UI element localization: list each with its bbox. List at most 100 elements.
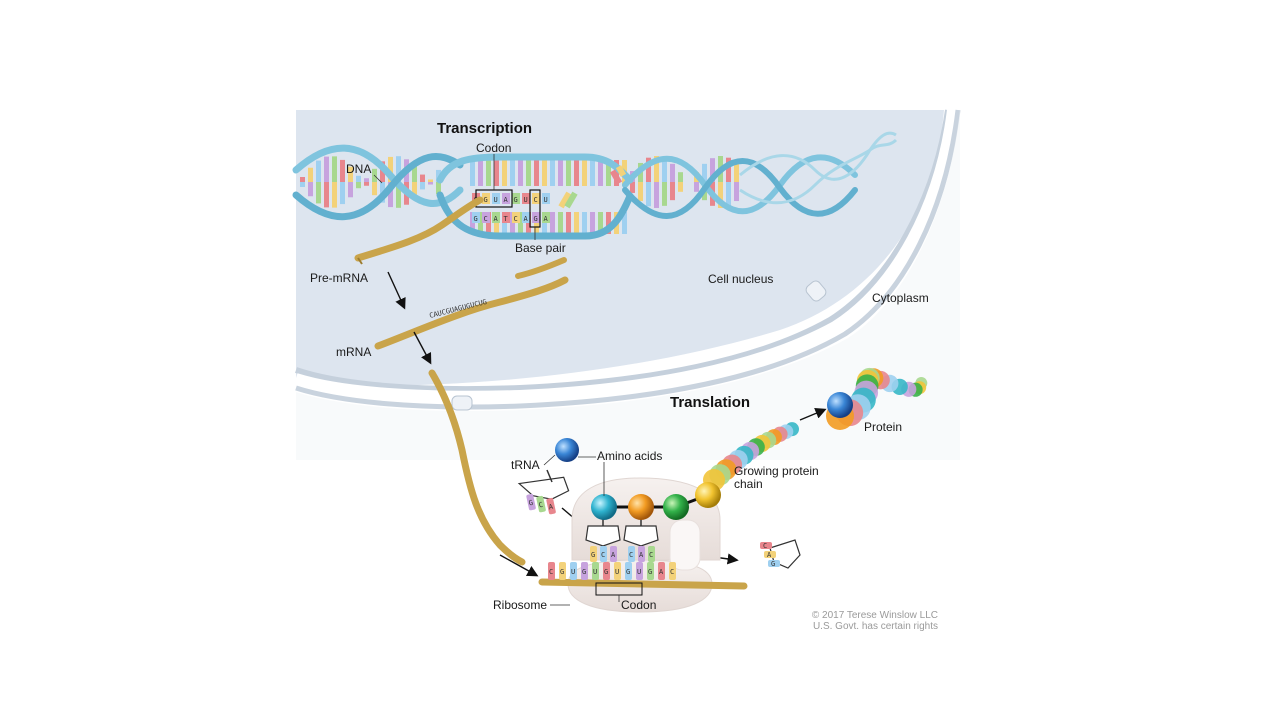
trna-nucleotide — [610, 546, 617, 562]
anticodon-letter: A — [611, 551, 616, 559]
dna-base-rung — [646, 182, 651, 207]
mrna-nucleotide — [658, 562, 665, 580]
mrna-nucleotide — [603, 562, 610, 580]
dna-base-rung — [542, 160, 547, 186]
rna-nucleotide — [532, 193, 540, 204]
dna-base-rung — [502, 160, 507, 186]
dna-base-rung — [702, 163, 707, 182]
dna-template-nucleotide — [492, 212, 500, 223]
mrna-base-letter: A — [659, 568, 664, 576]
rna-nucleotide — [482, 193, 490, 204]
dna-base-letter: A — [494, 215, 499, 223]
rna-nucleotide — [512, 193, 520, 204]
trna-label: tRNA — [511, 458, 540, 472]
arrow-mrna-export — [413, 331, 432, 365]
trna-nucleotide — [600, 546, 607, 562]
dna-base-rung — [526, 160, 531, 186]
rna-base-letter: U — [544, 196, 548, 204]
mrna-nucleotide — [570, 562, 577, 580]
dna-base-rung — [590, 212, 595, 234]
dna-base-rung — [550, 160, 555, 186]
mrna-base-letter: G — [648, 568, 652, 576]
dna-base-rung — [566, 160, 571, 186]
dna-base-rung — [332, 182, 337, 208]
dna-base-rung — [420, 182, 425, 190]
dna-base-letter: C — [514, 215, 518, 223]
rna-nucleotide — [502, 193, 510, 204]
dna-base-rung — [670, 182, 675, 201]
dna-base-rung — [590, 160, 595, 186]
mrna-base-letter: C — [549, 568, 553, 576]
dna-base-rung — [372, 182, 377, 196]
dna-base-rung — [670, 163, 675, 182]
mrna-nucleotide — [614, 562, 621, 580]
dna-base-rung — [486, 160, 491, 186]
dna-base-rung — [428, 179, 433, 182]
anticodon-letter: G — [528, 499, 534, 508]
trna-nucleotide — [648, 546, 655, 562]
anticodon-letter: A — [639, 551, 644, 559]
dna-base-rung — [678, 182, 683, 192]
dna-base-rung — [388, 156, 393, 182]
leader-dna — [373, 174, 383, 184]
dna-base-rung — [662, 182, 667, 206]
dna-base-rung — [348, 166, 353, 182]
ribosome-label: Ribosome — [493, 598, 547, 612]
dna-base-rung — [356, 182, 361, 189]
amino-acid — [695, 482, 721, 508]
pre-mrna-free-strand — [515, 257, 567, 279]
dna-base-rung — [340, 182, 345, 205]
dna-base-rung — [478, 160, 483, 186]
mrna-label: mRNA — [336, 345, 371, 359]
copyright-line1: © 2017 Terese Winslow LLC — [812, 610, 938, 621]
dna-base-rung — [396, 156, 401, 182]
pre-mrna-strand — [354, 196, 484, 265]
dna-base-rung — [726, 157, 731, 182]
exit-trna-letter: C — [763, 542, 767, 550]
base-pair-label: Base pair — [515, 241, 566, 255]
mrna-base-letter: U — [637, 568, 641, 576]
rna-base-letter: U — [524, 196, 528, 204]
mrna-base-letter: U — [593, 568, 597, 576]
dna-base-rung — [324, 182, 329, 208]
dna-base-rung — [558, 212, 563, 234]
mrna-base-letter: U — [571, 568, 575, 576]
dna-base-rung — [300, 177, 305, 182]
anticodon-letter: G — [591, 551, 595, 559]
mrna-nucleotide — [559, 562, 566, 580]
dna-base-rung — [734, 182, 739, 202]
dna-base-rung — [396, 182, 401, 208]
dna-base-rung — [356, 175, 361, 182]
trna-nucleotide — [526, 493, 536, 511]
dna-template-nucleotide — [542, 212, 550, 223]
mrna-base-letter: C — [670, 568, 674, 576]
dna-base-rung — [582, 160, 587, 186]
dna-base-rung — [718, 182, 723, 208]
arrow-chain-to-protein — [799, 408, 827, 421]
arrow-mrna-to-ribosome — [499, 554, 539, 577]
dna-base-rung — [734, 162, 739, 182]
dna-base-rung — [412, 182, 417, 199]
dna-base-letter: T — [504, 215, 509, 223]
trna-nucleotide — [764, 551, 776, 558]
dna-base-rung — [428, 182, 433, 185]
dna-template-nucleotide — [472, 212, 480, 223]
dna-base-rung — [646, 157, 651, 182]
anticodon-letter: C — [601, 551, 605, 559]
dna-base-rung — [606, 212, 611, 234]
mrna-nucleotide — [647, 562, 654, 580]
trna-nucleotide — [760, 542, 772, 549]
amino-acid — [628, 494, 654, 520]
free-nucleotide — [558, 165, 627, 209]
dna-base-rung — [566, 212, 571, 234]
trna-nucleotide — [546, 497, 556, 515]
dna-base-rung — [518, 212, 523, 234]
mrna-base-letter: G — [582, 568, 586, 576]
dna-base-rung — [494, 160, 499, 186]
dna-base-rung — [470, 160, 475, 186]
dna-base-rung — [436, 182, 441, 195]
copyright-line2: U.S. Govt. has certain rights — [813, 621, 938, 632]
free-amino-acid — [555, 438, 579, 462]
dna-base-rung — [574, 212, 579, 234]
